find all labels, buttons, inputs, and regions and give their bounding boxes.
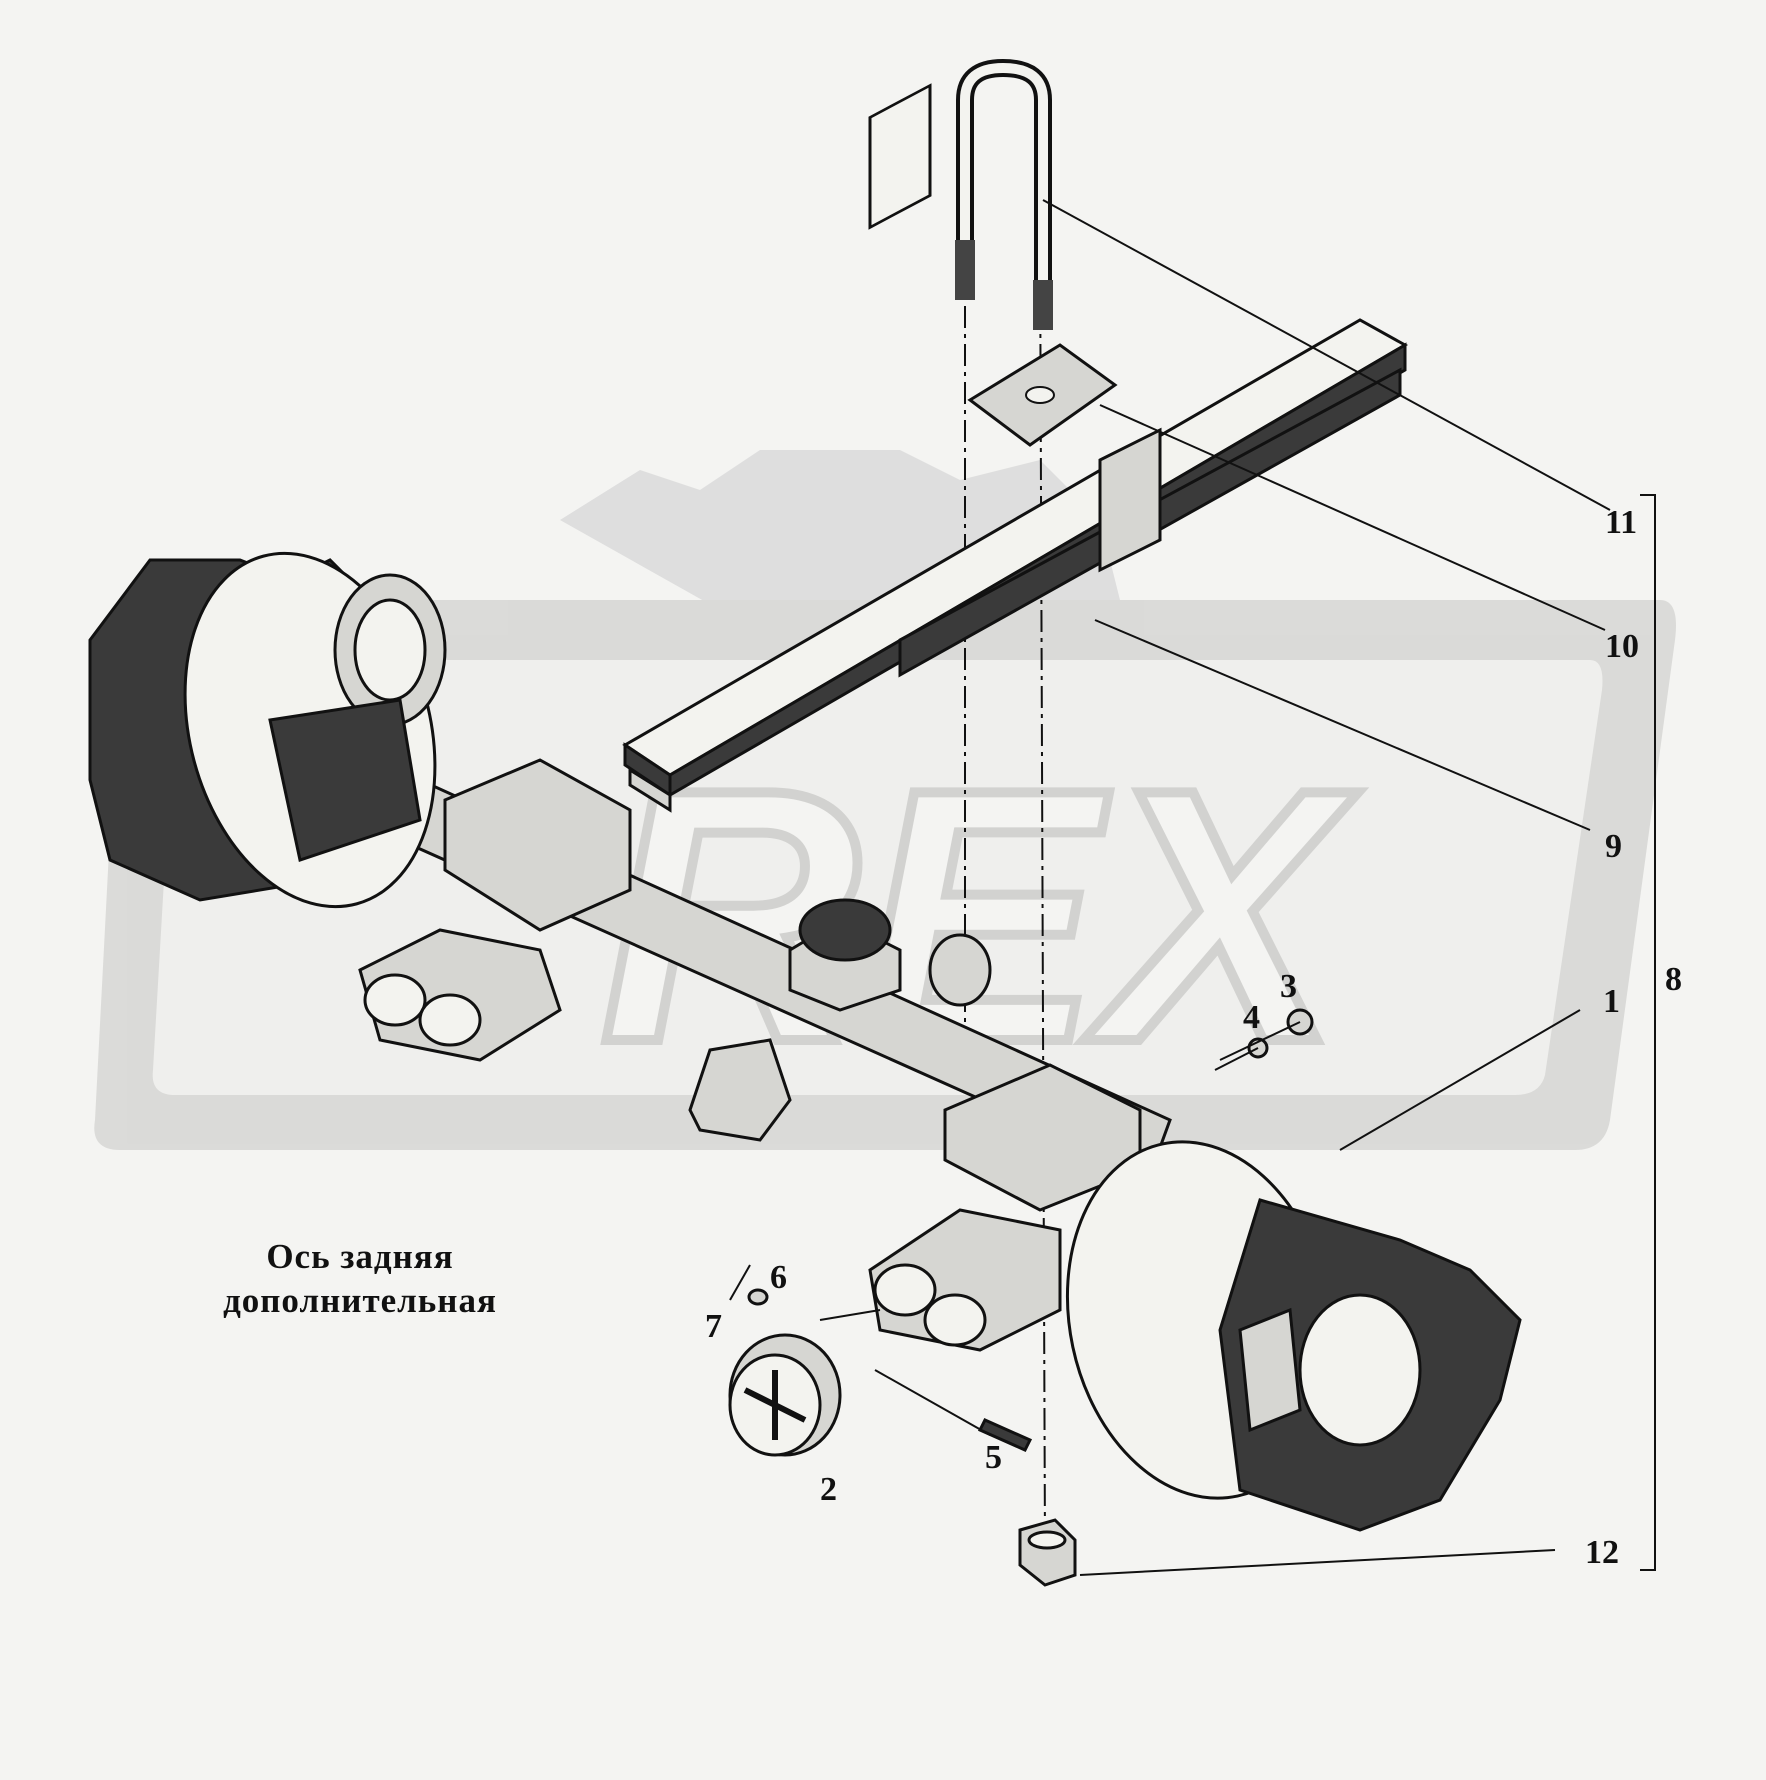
caption-line-2: дополнительная (223, 1281, 497, 1320)
callout-6: 6 (770, 1259, 787, 1296)
callout-8: 8 (1665, 961, 1682, 998)
callout-11: 11 (1605, 504, 1637, 541)
bump-stop (688, 1038, 792, 1142)
leaf-spring (622, 83, 1409, 813)
leader-lines (819, 199, 1656, 1576)
valve-assembly (788, 898, 992, 1012)
callout-10: 10 (1605, 628, 1639, 665)
left-spring-seat (443, 758, 632, 932)
cotter-pin-7 (729, 1264, 751, 1301)
right-bracket (868, 1208, 1062, 1352)
right-wheel-hub (1065, 1140, 1522, 1532)
callout-4: 4 (1243, 999, 1260, 1036)
callout-labels: 11 10 9 8 1 3 4 6 7 5 2 12 (705, 504, 1682, 1571)
callout-3: 3 (1280, 968, 1297, 1005)
nut-12 (1018, 1518, 1077, 1587)
assembly-axis-line (1039, 229, 1046, 1551)
caption-line-1: Ось задняя (266, 1237, 454, 1276)
callout-9: 9 (1605, 828, 1622, 865)
callout-5: 5 (985, 1439, 1002, 1476)
bolt-5 (977, 1418, 1033, 1452)
left-wheel-hub (88, 551, 447, 909)
callout-1: 1 (1603, 983, 1620, 1020)
diagram-caption: Ось задняя дополнительная (140, 1235, 580, 1323)
callout-7: 7 (705, 1308, 722, 1345)
washer-6 (747, 1288, 769, 1306)
callout-2: 2 (820, 1471, 837, 1508)
callout-12: 12 (1585, 1534, 1619, 1571)
brake-chamber (728, 1333, 842, 1457)
u-bolt (955, 58, 1053, 330)
